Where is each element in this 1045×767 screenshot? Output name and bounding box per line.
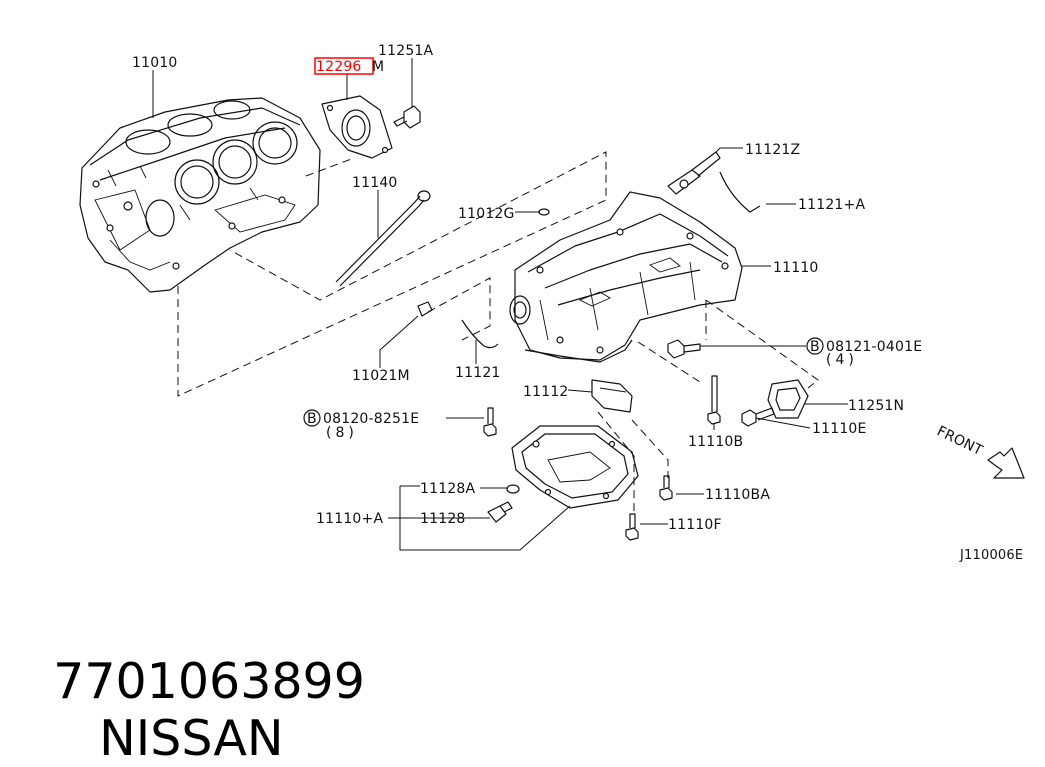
bolt-11110f-drawing xyxy=(625,513,639,541)
label-11110ba: 11110BA xyxy=(705,487,770,503)
label-11121z: 11121Z xyxy=(745,142,800,158)
gasket-11121a-drawing xyxy=(719,171,761,213)
drain-plug-11128-drawing xyxy=(487,501,513,523)
label-11021m: 11021M xyxy=(352,368,410,384)
bolt-symbol-1: B xyxy=(810,339,820,355)
label-11110e: 11110E xyxy=(812,421,867,437)
gasket-11121-drawing xyxy=(461,319,499,349)
front-label: FRONT xyxy=(934,423,985,459)
label-11140: 11140 xyxy=(352,175,398,191)
label-11110: 11110 xyxy=(773,260,819,276)
bolt-symbol-circle-1 xyxy=(806,337,824,355)
label-11110f: 11110F xyxy=(668,517,722,533)
plug-11012g-drawing xyxy=(538,208,550,216)
label-08120-qty: (8) xyxy=(326,425,358,441)
baffle-11112-drawing xyxy=(591,379,633,413)
label-08121-qty: (4) xyxy=(826,352,858,368)
front-arrow xyxy=(987,447,1025,479)
label-12296m-suffix: M xyxy=(372,59,384,75)
caption: 7701063899 NISSAN xyxy=(22,596,365,767)
label-11128a: 11128A xyxy=(420,481,476,497)
lower-oil-pan-drawing xyxy=(511,425,639,509)
caption-brand: NISSAN xyxy=(99,710,284,767)
leader-lines xyxy=(152,58,848,551)
parts-diagram: 11010 12296 M 11251A 11140 11012G 11121Z… xyxy=(79,43,1025,563)
label-11128: 11128 xyxy=(420,511,466,527)
label-11112: 11112 xyxy=(523,384,569,400)
label-08120: 08120-8251E xyxy=(323,411,419,427)
caption-part-number: 7701063899 xyxy=(53,653,365,710)
bolt-08121-drawing xyxy=(667,339,701,359)
oil-strainer-11121z-drawing xyxy=(667,151,721,195)
label-11251n: 11251N xyxy=(848,398,904,414)
bolt-11251a-drawing xyxy=(393,105,421,129)
label-11121: 11121 xyxy=(455,365,501,381)
bolt-symbol-circle-2 xyxy=(303,409,321,427)
bolt-symbol-2: B xyxy=(307,411,317,427)
washer-11128a-drawing xyxy=(506,484,520,494)
label-11110a: 11110+A xyxy=(316,511,383,527)
bolt-11110ba-drawing xyxy=(659,475,673,501)
bolt-11110b-drawing xyxy=(707,375,721,425)
cylinder-block-drawing xyxy=(79,97,321,293)
label-11251a: 11251A xyxy=(378,43,434,59)
label-11121a: 11121+A xyxy=(798,197,865,213)
plug-11021m-drawing xyxy=(417,301,433,317)
diagram-code: J110006E xyxy=(959,548,1023,563)
bolt-08120-drawing xyxy=(483,407,497,437)
oil-seal-retainer-drawing xyxy=(321,95,393,159)
label-08121: 08121-0401E xyxy=(826,339,922,355)
assembly-dashed-lines xyxy=(177,151,819,514)
bolt-11110e-drawing xyxy=(741,407,775,427)
label-11012g: 11012G xyxy=(458,206,515,222)
label-12296m-highlighted: 12296 xyxy=(316,59,362,75)
highlight-box xyxy=(314,57,374,75)
label-11110b: 11110B xyxy=(688,434,743,450)
gasket-11251n-drawing xyxy=(767,379,809,419)
label-11010: 11010 xyxy=(132,55,178,71)
upper-oil-pan-drawing xyxy=(509,191,743,363)
dipstick-drawing xyxy=(335,190,431,287)
